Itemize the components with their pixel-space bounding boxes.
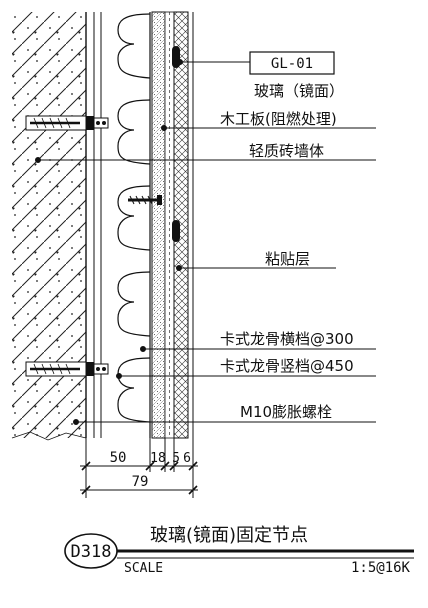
label-adhesive: 粘贴层: [265, 250, 310, 268]
scale-value: 1:5@16K: [351, 560, 411, 576]
label-keel-vertical: 卡式龙骨竖档@450: [220, 357, 354, 375]
dimension-lines: [80, 438, 198, 498]
wood-board-section: [151, 11, 166, 439]
wood-screw: [128, 195, 162, 205]
horizontal-keel-profile: [117, 13, 151, 423]
leader-lines: [35, 59, 376, 425]
label-wood-board: 木工板(阻燃处理): [220, 110, 337, 128]
dim-6: 6: [183, 451, 191, 466]
label-glass: 玻璃（镜面）: [254, 82, 344, 100]
dim-5: 5: [172, 451, 180, 466]
dim-18: 18: [150, 451, 166, 466]
expansion-bolt-upper: [25, 115, 109, 131]
title-block: [64, 533, 414, 569]
adhesive-blob: [172, 220, 180, 242]
drawing-title: 玻璃(镜面)固定节点: [150, 525, 308, 546]
label-brick-wall: 轻质砖墙体: [249, 142, 324, 160]
dim-79: 79: [132, 474, 149, 490]
glass-mirror-section: [173, 11, 194, 439]
expansion-bolt-lower: [25, 361, 109, 377]
drawing-id: D318: [71, 542, 112, 562]
tag-box: [249, 51, 335, 75]
scale-label: SCALE: [124, 561, 163, 576]
label-keel-horizontal: 卡式龙骨横档@300: [220, 330, 354, 348]
label-bolt: M10膨胀螺栓: [240, 403, 332, 421]
tag-label: GL-01: [271, 56, 313, 72]
dim-50: 50: [110, 450, 127, 466]
